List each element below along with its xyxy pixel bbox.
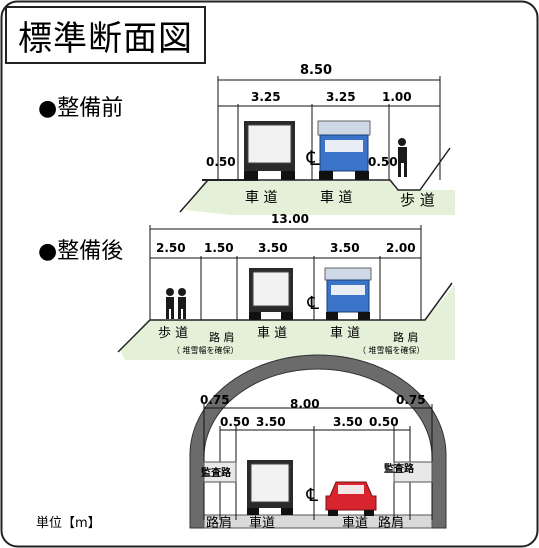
tunnel-walkway-right — [393, 461, 433, 483]
tunnel-road-slab — [203, 514, 433, 529]
tunnel-shell — [189, 354, 447, 529]
tunnel-shoulder-left-label: 路肩 — [206, 515, 232, 531]
tunnel-section: 0.75 8.00 0.75 0.50 3.50 3.50 0.50 監査路 監… — [189, 354, 447, 531]
after-dim-sidewalk: 2.50 — [156, 241, 186, 255]
after-pedestrians-icon — [166, 288, 186, 319]
tunnel-dim-inner-right: 0.50 — [369, 415, 399, 429]
tunnel-walkway-left — [203, 461, 237, 483]
after-total-width: 13.00 — [271, 212, 309, 226]
after-dimension-lines — [149, 225, 422, 320]
after-shoulder-left-note: （ 堆雪幅を確保） — [172, 345, 239, 355]
after-dim-shoulder-right: 2.00 — [386, 241, 416, 255]
after-centerline-symbol: ℄ — [305, 293, 321, 314]
after-section: 13.00 2.50 1.50 3.50 3.50 2.00 — [117, 212, 455, 360]
after-lane2-label: 車 道 — [330, 326, 360, 341]
before-road-profile — [179, 147, 451, 213]
before-heading: ●整備前 — [38, 96, 124, 121]
before-centerline-symbol: ℄ — [304, 146, 322, 170]
tunnel-dim-outer-right: 0.75 — [396, 393, 426, 407]
page-title: 標準断面図 — [5, 6, 206, 64]
tunnel-dim-lane-left: 3.50 — [256, 415, 286, 429]
after-truck-left — [249, 268, 293, 320]
after-dim-shoulder-left: 1.50 — [204, 241, 234, 255]
tunnel-dim-inner-left: 0.50 — [220, 415, 250, 429]
before-total-width: 8.50 — [300, 63, 332, 78]
tunnel-lane1-label: 車道 — [249, 516, 275, 531]
before-section: 8.50 3.25 3.25 1.00 0.50 0.50 ℄ — [179, 63, 455, 215]
tunnel-walkway-left-label: 監査路 — [201, 466, 232, 479]
after-lane1-label: 車 道 — [257, 326, 287, 341]
before-ground — [185, 180, 455, 215]
before-dim-shoulder-right: 0.50 — [368, 155, 398, 169]
unit-label: 単位【m】 — [36, 516, 101, 531]
after-sidewalk-label: 歩 道 — [158, 326, 188, 341]
before-dim-shoulder-left: 0.50 — [206, 155, 236, 169]
before-truck-right — [317, 120, 371, 180]
tunnel-centerline-symbol: ℄ — [304, 485, 320, 506]
tunnel-dim-lane-right: 3.50 — [333, 415, 363, 429]
tunnel-truck — [247, 460, 293, 515]
before-lane1-label: 車 道 — [245, 189, 277, 206]
before-dim-lane2: 3.25 — [326, 90, 356, 104]
after-dim-lane1: 3.50 — [258, 241, 288, 255]
tunnel-dim-outer-left: 0.75 — [200, 393, 230, 407]
after-shoulder-right-label: 路 肩 — [393, 330, 419, 344]
tunnel-lane2-label: 車道 — [342, 516, 368, 531]
after-dim-lane2: 3.50 — [330, 241, 360, 255]
after-shoulder-left-label: 路 肩 — [209, 330, 235, 344]
before-sidewalk-label: 歩 道 — [400, 191, 435, 209]
after-shoulder-right-note: （ 堆雪幅を確保） — [358, 345, 425, 355]
tunnel-car — [325, 481, 377, 516]
before-dim-lane1: 3.25 — [251, 90, 281, 104]
before-lane2-label: 車 道 — [320, 189, 352, 206]
after-heading: ●整備後 — [38, 239, 124, 264]
after-ground — [120, 285, 455, 360]
tunnel-total-width: 8.00 — [290, 397, 320, 411]
before-dim-sidewalk: 1.00 — [382, 90, 412, 104]
tunnel-walkway-right-label: 監査路 — [384, 462, 415, 475]
tunnel-shoulder-right-label: 路肩 — [378, 515, 404, 531]
before-pedestrian-icon — [398, 138, 407, 177]
before-truck-left — [244, 121, 295, 180]
after-truck-right — [324, 267, 372, 320]
